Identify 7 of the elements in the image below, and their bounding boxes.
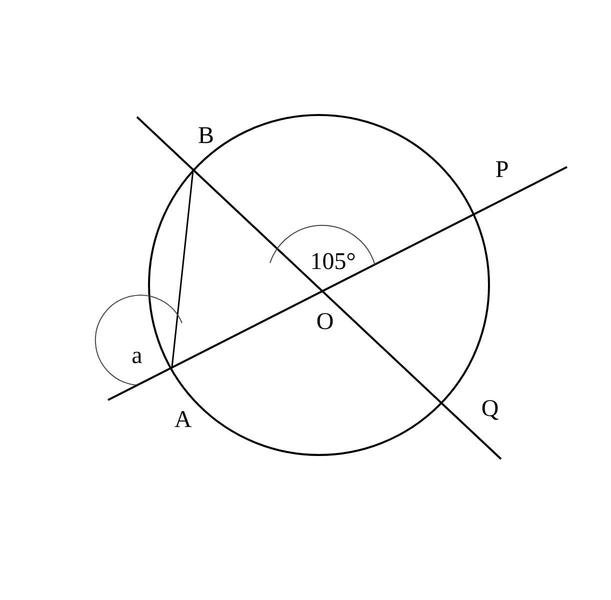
point-label: P bbox=[495, 158, 509, 182]
point-label: Q bbox=[481, 397, 499, 421]
point-label: O bbox=[316, 310, 334, 334]
angle-label: 105° bbox=[310, 250, 356, 274]
point-label: A bbox=[174, 408, 192, 432]
point-label: B bbox=[198, 124, 214, 148]
angle-label: a bbox=[132, 344, 142, 368]
